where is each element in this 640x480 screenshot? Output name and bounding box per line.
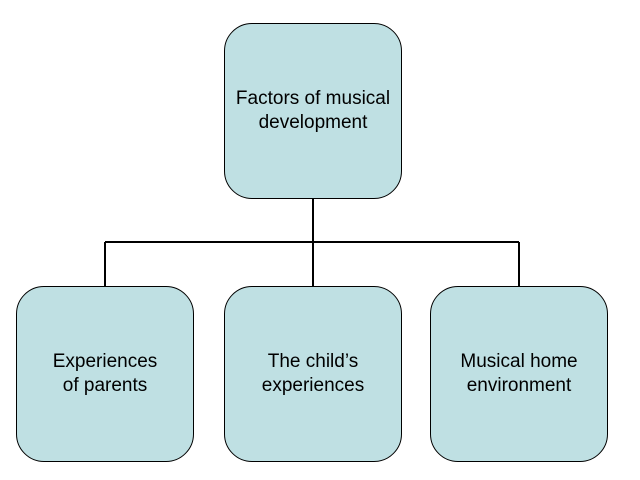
child-node-parents-experiences: Experiences of parents	[16, 286, 194, 462]
child-node-home-environment: Musical home environment	[430, 286, 608, 462]
child-node-childs-experiences: The child’s experiences	[224, 286, 402, 462]
root-node-label: Factors of musical development	[235, 88, 391, 133]
child-node-label: Musical home environment	[460, 351, 578, 396]
child-node-label: Experiences of parents	[52, 351, 158, 396]
child-node-label: The child’s experiences	[261, 351, 365, 396]
root-node-box: Factors of musical development	[224, 23, 402, 199]
